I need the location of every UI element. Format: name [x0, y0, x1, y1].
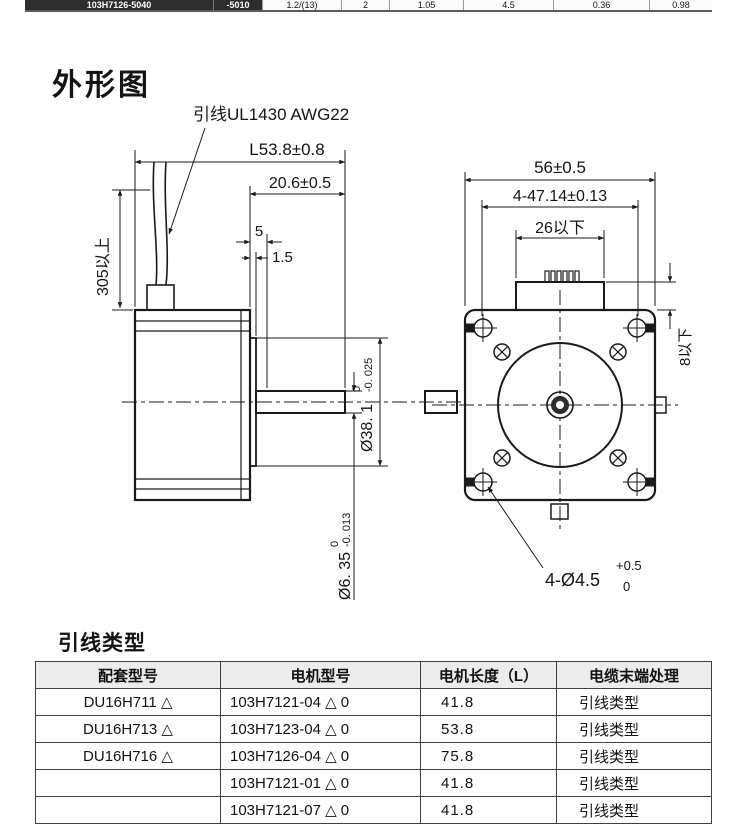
dim-width: 56±0.5 — [534, 158, 586, 177]
shaft-circle — [546, 391, 574, 419]
corner-tab — [465, 323, 475, 333]
table-row: DU16H711 △ 103H7121-04 △ 0 41.8 引线类型 — [35, 688, 712, 716]
value-cell: 1.05 — [389, 0, 463, 10]
connector-pins — [544, 270, 580, 283]
lead-type-table: 配套型号 电机型号 电机长度（L） 电缆末端处理 DU16H711 △ 103H… — [35, 661, 712, 824]
motor-shaft — [255, 390, 346, 414]
motor-model-cell: 103H7121-01 △ 0 — [220, 769, 421, 797]
motor-length-cell: 41.8 — [420, 796, 557, 824]
table-row: 103H7121-01 △ 0 41.8 引线类型 — [35, 769, 712, 797]
dim-shaft-tol-lower: -0. 013 — [341, 513, 353, 547]
dim-motor-length: L53.8±0.8 — [249, 140, 325, 159]
dim-pilot-tol-lower: -0. 025 — [363, 358, 375, 392]
dim-shaft-dia: Ø6. 35 — [337, 552, 354, 600]
value-cell: 2 — [341, 0, 389, 10]
front-view-dimensions — [464, 172, 676, 569]
dim-shaft-length: 20.6±0.5 — [269, 175, 331, 192]
dim-shaft-tol-upper: 0 — [329, 541, 341, 547]
motor-model-cell: 103H7126-04 △ 0 — [220, 742, 421, 770]
screw-hole — [493, 343, 511, 361]
outline-drawing: 引线UL1430 AWG22 L53.8±0.8 20.6±0.5 5 1.5 … — [94, 105, 694, 600]
side-tab — [654, 396, 667, 414]
side-view — [122, 161, 462, 502]
table-header-row: 配套型号 电机型号 电机长度（L） 电缆末端处理 — [35, 661, 712, 689]
value-cell: 1.2/(13) — [262, 0, 341, 10]
motor-length-cell: 75.8 — [420, 742, 557, 770]
motor-model-cell: 103H7121-07 △ 0 — [220, 796, 421, 824]
lead-wire — [152, 161, 158, 286]
table-row: 103H7121-07 △ 0 41.8 引线类型 — [35, 796, 712, 824]
col-header-motor-model: 电机型号 — [220, 661, 421, 689]
motor-length-cell: 53.8 — [420, 715, 557, 743]
bottom-tab — [550, 503, 569, 520]
lead-wire — [164, 161, 169, 286]
dim-wire-length: 305以上 — [94, 237, 112, 296]
motor-model-cell: 103H7121-04 △ 0 — [220, 688, 421, 716]
dim-pilot-tol-upper: 0 — [351, 386, 363, 392]
value-cell: 4.5 — [463, 0, 553, 10]
cable-end-cell: 引线类型 — [556, 769, 712, 797]
screw-hole — [493, 449, 511, 467]
dim-pilot-dia: Ø38. 1 — [359, 404, 376, 452]
spec-table-fragment: 103H7126-5040 -5010 1.2/(13) 2 1.05 4.5 … — [25, 0, 712, 12]
pair-model-cell: DU16H713 △ — [35, 715, 221, 743]
pair-model-cell — [35, 769, 221, 797]
motor-body — [133, 308, 252, 502]
dim-hole-pitch: 4-47.14±0.13 — [513, 188, 607, 205]
table-row: DU16H713 △ 103H7123-04 △ 0 53.8 引线类型 — [35, 715, 712, 743]
outline-section-title: 外形图 — [52, 69, 151, 102]
corner-tab — [645, 477, 655, 487]
cable-end-cell: 引线类型 — [556, 796, 712, 824]
dim-connector-width: 26以下 — [535, 220, 585, 237]
value-cell: 0.98 — [649, 0, 712, 10]
table-row: DU16H716 △ 103H7126-04 △ 0 75.8 引线类型 — [35, 742, 712, 770]
front-view — [432, 270, 678, 532]
side-view-dimensions — [112, 127, 388, 600]
model-cell: 103H7126-5040 — [25, 0, 213, 10]
dim-boss-five: 5 — [255, 223, 263, 240]
screw-hole — [609, 449, 627, 467]
lead-wire-label: 引线UL1430 AWG22 — [193, 105, 349, 124]
col-header-cable-end: 电缆末端处理 — [556, 661, 712, 689]
col-header-pair-model: 配套型号 — [35, 661, 221, 689]
model-suffix-cell: -5010 — [213, 0, 262, 10]
pair-model-cell: DU16H716 △ — [35, 742, 221, 770]
corner-tab — [465, 477, 475, 487]
pair-model-cell: DU16H711 △ — [35, 688, 221, 716]
dim-mount-holes: 4-Ø4.5 — [545, 570, 600, 590]
col-header-motor-length: 电机长度（L） — [420, 661, 557, 689]
dim-mount-holes-tol-lower: 0 — [623, 579, 630, 594]
pair-model-cell — [35, 796, 221, 824]
screw-hole — [609, 343, 627, 361]
value-cell: 0.36 — [553, 0, 649, 10]
dim-mount-holes-tol-upper: +0.5 — [616, 558, 642, 573]
corner-tab — [645, 323, 655, 333]
wire-sleeve — [146, 284, 175, 311]
dim-one-point-five: 1.5 — [272, 249, 293, 266]
pilot-circle — [497, 342, 623, 468]
motor-length-cell: 41.8 — [420, 769, 557, 797]
shaft-key-detail — [424, 390, 458, 414]
motor-length-cell: 41.8 — [420, 688, 557, 716]
cable-end-cell: 引线类型 — [556, 688, 712, 716]
cable-end-cell: 引线类型 — [556, 742, 712, 770]
cable-end-cell: 引线类型 — [556, 715, 712, 743]
lead-type-section-title: 引线类型 — [58, 632, 146, 655]
dim-connector-height: 8以下 — [677, 328, 694, 366]
motor-model-cell: 103H7123-04 △ 0 — [220, 715, 421, 743]
